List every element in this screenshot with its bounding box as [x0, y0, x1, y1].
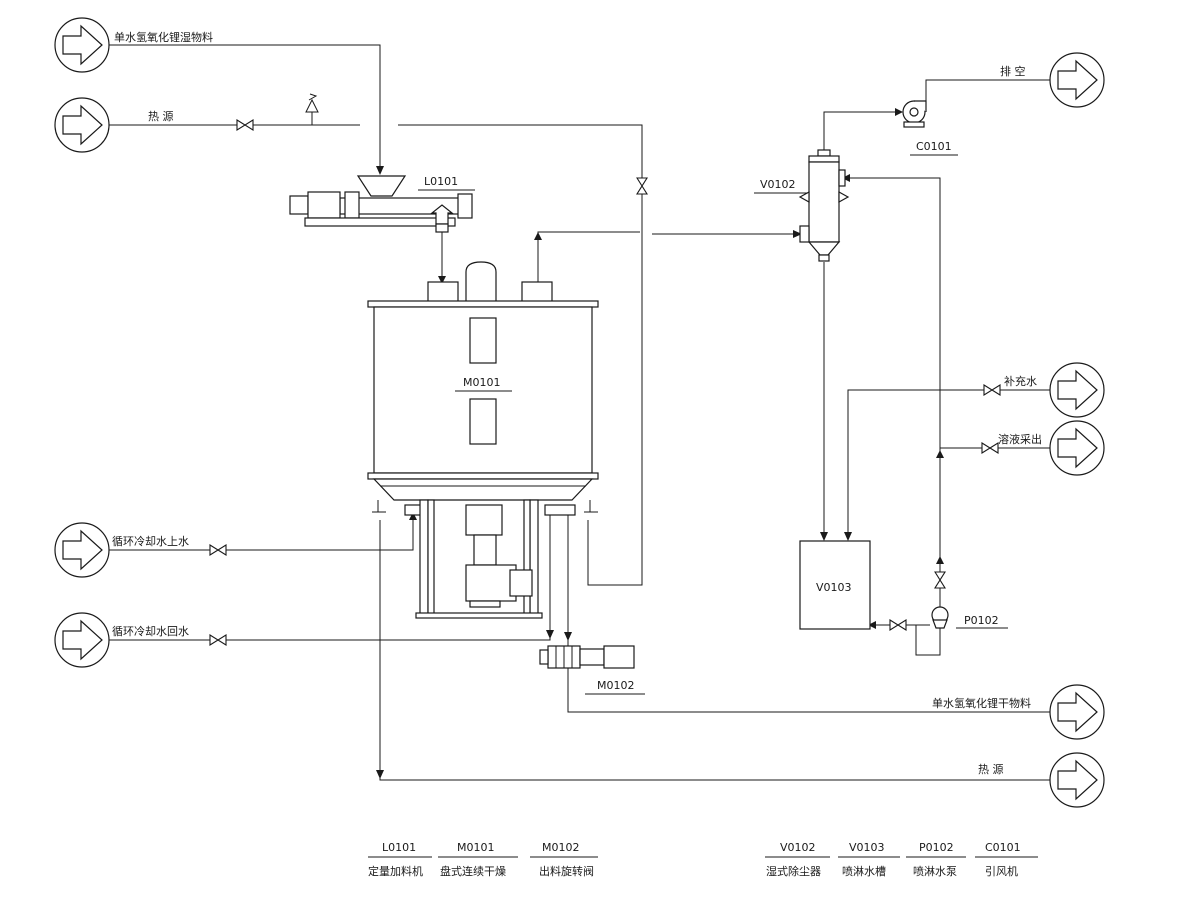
- pipe-makeup-to-tank: [847, 389, 1050, 535]
- label-heat-in: 热 源: [148, 109, 174, 123]
- tag-dryer: M0101: [463, 376, 501, 389]
- fan-c0101[interactable]: [902, 100, 927, 128]
- label-cw-return: 循环冷却水回水: [112, 625, 189, 638]
- arrow-tank-to-pump: [868, 621, 876, 629]
- pipe-heat-out: [379, 520, 1050, 781]
- valve-solution-out[interactable]: [981, 442, 999, 454]
- arrow-cw-return: [546, 630, 554, 639]
- arrow-makeup-to-tank: [844, 532, 852, 541]
- offpage-dry-product: [1049, 684, 1105, 740]
- offpage-vent: [1049, 52, 1105, 108]
- arrow-feeder-to-dryer: [438, 276, 446, 284]
- pipe-fan-to-vent: [925, 79, 1050, 102]
- pipe-wet-feed: [109, 44, 381, 168]
- offpage-makeup-water: [1049, 362, 1105, 418]
- legend-tag: P0102: [919, 841, 954, 854]
- label-makeup-water: 补充水: [1004, 374, 1037, 388]
- label-solution-out: 溶液采出: [998, 432, 1042, 446]
- legend-tag: L0101: [382, 841, 416, 854]
- tank-v0103[interactable]: [799, 540, 871, 630]
- pipe-dryer-exhaust: [537, 231, 640, 282]
- valve-pump-discharge[interactable]: [889, 619, 907, 631]
- tag-feeder: L0101: [424, 175, 458, 188]
- legend-name: 湿式除尘器: [766, 864, 821, 878]
- legend-tag: M0101: [457, 841, 495, 854]
- tag-fan: C0101: [916, 140, 952, 153]
- arrow-scrubber-to-tank: [820, 532, 828, 541]
- feeder-l0101[interactable]: [289, 175, 473, 233]
- label-wet-feed: 单水氢氧化锂湿物料: [114, 30, 213, 44]
- arrow-wet-feed: [376, 166, 384, 175]
- legend-name: 盘式连续干燥: [440, 864, 506, 878]
- arrow-dryer-exhaust: [534, 232, 542, 240]
- pipe-cw-return: [109, 515, 551, 641]
- arrow-exhaust-to-scrubber: [793, 230, 802, 238]
- arrow-riser: [936, 450, 944, 458]
- legend-name: 喷淋水槽: [842, 865, 886, 878]
- equipment-legend: L0101 定量加料机 M0101 盘式连续干燥 M0102 出料旋转阀 V01…: [368, 841, 1038, 878]
- legend-tag: C0101: [985, 841, 1021, 854]
- valve-pump-riser[interactable]: [934, 571, 946, 589]
- legend-name: 出料旋转阀: [539, 864, 594, 878]
- arrow-cw-supply: [409, 512, 417, 520]
- legend-name: 定量加料机: [368, 864, 423, 878]
- offpage-wet-feed: [54, 17, 110, 73]
- valve-cw-supply[interactable]: [209, 544, 227, 556]
- legend-tag: M0102: [542, 841, 580, 854]
- legend-tag: V0102: [780, 841, 816, 854]
- label-heat-out: 热 源: [978, 762, 1004, 776]
- valve-heat-dryer[interactable]: [636, 177, 648, 195]
- offpage-heat-out: [1049, 752, 1105, 808]
- offpage-heat-in: [54, 97, 110, 153]
- label-cw-supply: 循环冷却水上水: [112, 535, 189, 548]
- label-dry-product: 单水氢氧化锂干物料: [932, 696, 1031, 710]
- legend-name: 引风机: [985, 864, 1018, 878]
- rotary-valve-m0102[interactable]: [539, 645, 635, 669]
- offpage-cw-supply: [54, 522, 110, 578]
- arrow-scrubber-to-fan: [895, 108, 903, 116]
- pipe-scrubber-to-fan: [823, 111, 897, 150]
- offpage-cw-return: [54, 612, 110, 668]
- tag-pump: P0102: [964, 614, 999, 627]
- tag-rotary-valve: M0102: [597, 679, 635, 692]
- arrow-pump-to-scrubber: [842, 174, 850, 182]
- pump-p0102[interactable]: [931, 606, 949, 629]
- tag-tank: V0103: [816, 581, 852, 594]
- offpage-solution-out: [1049, 420, 1105, 476]
- legend-tag: V0103: [849, 841, 885, 854]
- pipe-heat-dryer: [398, 124, 643, 586]
- arrow-heat-out: [376, 770, 384, 779]
- scrubber-v0102[interactable]: [798, 149, 850, 262]
- pipe-pump-loop: [915, 625, 941, 656]
- dryer-m0101[interactable]: [367, 261, 599, 619]
- legend-name: 喷淋水泵: [913, 865, 957, 878]
- label-vent: 排 空: [1000, 64, 1026, 78]
- pipe-product: [567, 515, 1050, 713]
- safety-valve-icon: [305, 93, 319, 125]
- tag-scrubber: V0102: [760, 178, 796, 191]
- valve-cw-return[interactable]: [209, 634, 227, 646]
- valve-makeup-water[interactable]: [983, 384, 1001, 396]
- valve-heat-in[interactable]: [236, 119, 254, 131]
- arrow-riser-2: [936, 556, 944, 564]
- arrow-product: [564, 632, 572, 641]
- pipe-pump-riser: [845, 177, 941, 610]
